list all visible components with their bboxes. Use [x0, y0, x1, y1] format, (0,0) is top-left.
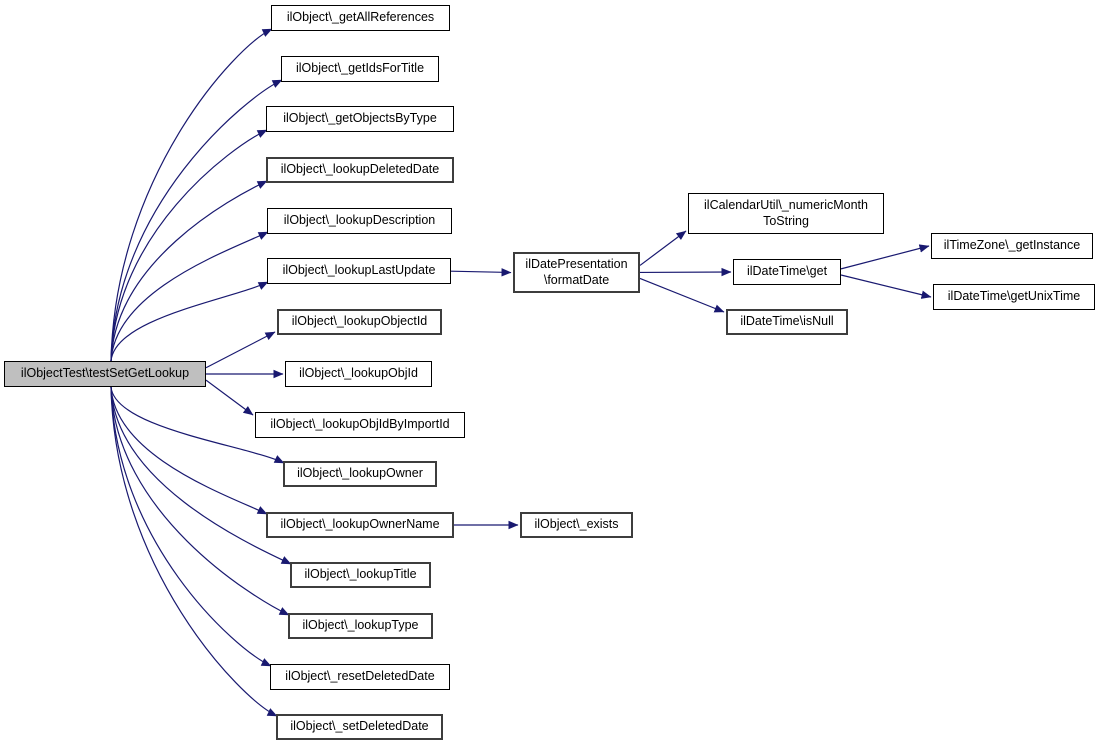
node-ilobject-resetdeleteddate[interactable]: ilObject\_resetDeletedDate: [270, 664, 450, 690]
node-ilobject-lookupobjidbyimportid[interactable]: ilObject\_lookupObjIdByImportId: [255, 412, 465, 438]
edge-dateTimeGet-getInstance: [840, 244, 930, 270]
edge-main-lookupDeletedDate: [110, 180, 268, 362]
node-ilobject-lookupdescription[interactable]: ilObject\_lookupDescription: [267, 208, 452, 234]
edge-main-lookupType: [110, 386, 290, 616]
edge-main-lookupDescription: [110, 231, 269, 362]
edge-main-lookupTitle: [110, 386, 292, 565]
node-ilobject-lookuptitle[interactable]: ilObject\_lookupTitle: [290, 562, 431, 588]
node-ilobjecttest-testsetgetlookup: ilObjectTest\testSetGetLookup: [4, 361, 206, 387]
edge-main-lookupObjectId: [205, 331, 276, 369]
edge-formatDate-numericMonthToString: [639, 230, 687, 266]
node-ilobject-lookupobjid[interactable]: ilObject\_lookupObjId: [285, 361, 432, 387]
node-ilobject-lookupobjectid[interactable]: ilObject\_lookupObjectId: [277, 309, 442, 335]
node-ildatetime-isnull[interactable]: ilDateTime\isNull: [726, 309, 848, 335]
node-ilcalendarutil-numericmonthtostring[interactable]: ilCalendarUtil\_numericMonth ToString: [688, 193, 884, 234]
node-iltimezone-getinstance[interactable]: ilTimeZone\_getInstance: [931, 233, 1093, 259]
node-ilobject-lookupownername[interactable]: ilObject\_lookupOwnerName: [266, 512, 454, 538]
node-ilobject-setdeleteddate[interactable]: ilObject\_setDeletedDate: [276, 714, 443, 740]
edge-formatDate-isNull: [639, 277, 725, 313]
edge-lookupLastUpdate-formatDate: [450, 268, 512, 277]
edge-main-getObjectsByType: [110, 129, 268, 362]
edge-main-setDeletedDate: [110, 386, 278, 717]
node-ilobject-lookupdeleteddate[interactable]: ilObject\_lookupDeletedDate: [266, 157, 454, 183]
edge-dateTimeGet-getUnixTime: [840, 274, 932, 299]
node-ildatepresentation-formatdate[interactable]: ilDatePresentation \formatDate: [513, 252, 640, 293]
node-ilobject-getallreferences[interactable]: ilObject\_getAllReferences: [271, 5, 450, 31]
edge-main-lookupOwnerName: [110, 386, 268, 515]
node-ildatetime-getunixtime[interactable]: ilDateTime\getUnixTime: [933, 284, 1095, 310]
node-ilobject-lookuplastupdate[interactable]: ilObject\_lookupLastUpdate: [267, 258, 451, 284]
edge-main-getIdsForTitle: [110, 79, 283, 362]
edge-main-lookupOwner: [110, 386, 285, 464]
node-ilobject-getobjectsbytype[interactable]: ilObject\_getObjectsByType: [266, 106, 454, 132]
node-ilobject-lookuptype[interactable]: ilObject\_lookupType: [288, 613, 433, 639]
node-ilobject-getidsfortitle[interactable]: ilObject\_getIdsForTitle: [281, 56, 439, 82]
node-ilobject-exists[interactable]: ilObject\_exists: [520, 512, 633, 538]
node-ilobject-lookupowner[interactable]: ilObject\_lookupOwner: [283, 461, 437, 487]
edge-main-resetDeletedDate: [110, 386, 272, 667]
edge-main-getAllReferences: [110, 28, 273, 362]
node-ildatetime-get[interactable]: ilDateTime\get: [733, 259, 841, 285]
edge-main-lookupObjIdByImportId: [205, 379, 254, 416]
edge-main-lookupLastUpdate: [110, 281, 269, 362]
